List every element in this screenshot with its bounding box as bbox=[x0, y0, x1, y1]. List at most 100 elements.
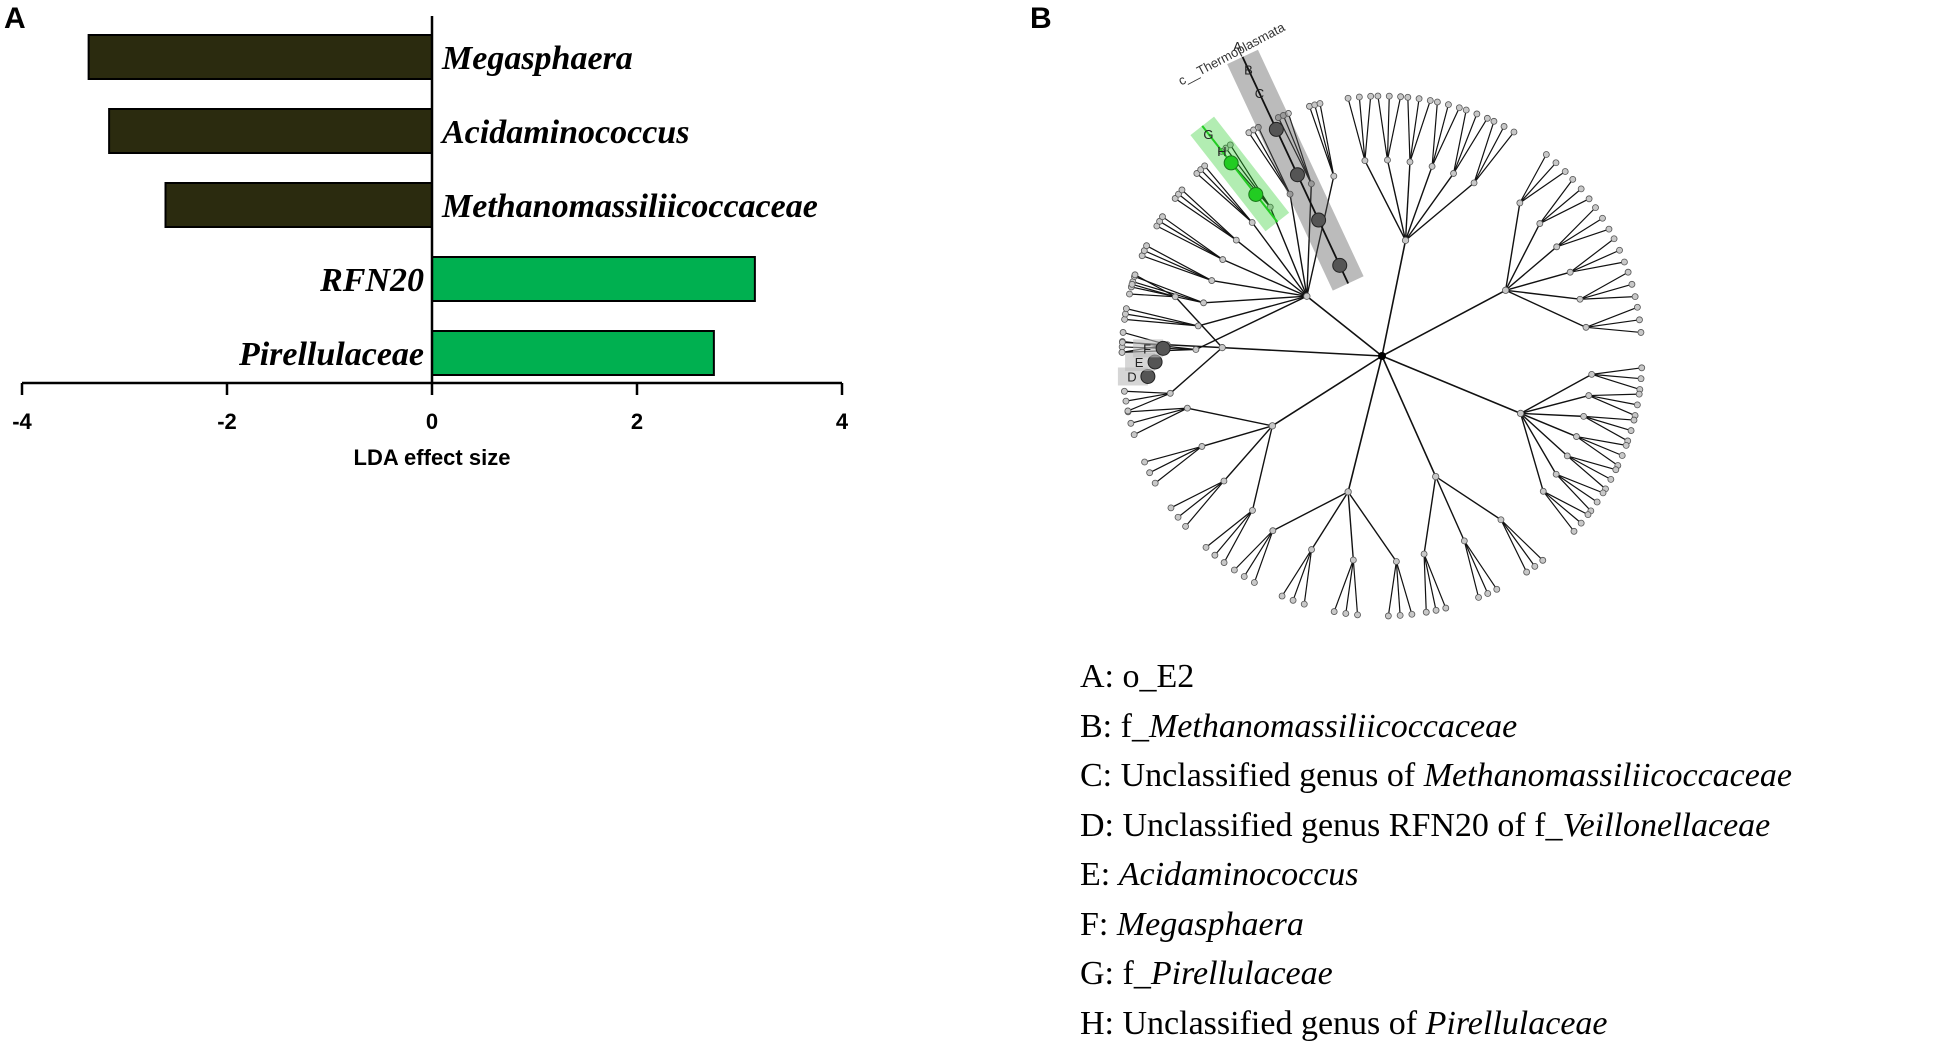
branch bbox=[1520, 412, 1584, 418]
bar-label-pirellulaceae: Pirellulaceae bbox=[238, 336, 424, 373]
leaf-node bbox=[1539, 556, 1547, 564]
branch bbox=[1409, 100, 1431, 163]
node bbox=[1580, 412, 1588, 420]
legend-text: Methanomassiliicoccaceae bbox=[1148, 707, 1518, 745]
leaf-node bbox=[1367, 92, 1375, 100]
node bbox=[1553, 243, 1561, 251]
branch bbox=[1566, 455, 1606, 490]
branch bbox=[1200, 169, 1253, 223]
branch bbox=[1310, 491, 1349, 550]
branch bbox=[1333, 559, 1354, 612]
branch bbox=[1404, 173, 1455, 241]
leaf-node bbox=[1612, 466, 1620, 474]
bar-label-methanomassiliicoccaceae: Methanomassiliicoccaceae bbox=[441, 188, 818, 225]
branch bbox=[1253, 530, 1274, 583]
branch bbox=[1364, 96, 1372, 161]
branch bbox=[1386, 159, 1407, 241]
legend-key: A: bbox=[1080, 658, 1123, 695]
legend-text: Megasphaera bbox=[1116, 905, 1304, 943]
branch bbox=[1452, 113, 1478, 174]
bar-label-megasphaera: Megasphaera bbox=[441, 40, 633, 77]
branch bbox=[1308, 106, 1335, 177]
clade-node-dark bbox=[1155, 340, 1171, 356]
branch bbox=[1520, 412, 1577, 438]
branch bbox=[1178, 193, 1237, 241]
leaf-node bbox=[1118, 348, 1126, 356]
leaf-node bbox=[1523, 568, 1531, 576]
branch bbox=[1505, 246, 1558, 291]
legend-text: o_E2 bbox=[1122, 658, 1195, 695]
node bbox=[1516, 409, 1525, 418]
leaf-node bbox=[1122, 305, 1130, 313]
leaf-node bbox=[1531, 562, 1539, 570]
leaf-node bbox=[1226, 141, 1234, 149]
clade-letter: F bbox=[1143, 341, 1151, 356]
branch bbox=[1423, 476, 1437, 555]
branch bbox=[1423, 553, 1447, 609]
legend-item: E: Acidaminococcus bbox=[1080, 850, 1792, 900]
branch bbox=[1125, 392, 1171, 402]
branch bbox=[1555, 473, 1598, 503]
branch bbox=[1555, 473, 1604, 494]
node bbox=[1192, 346, 1200, 353]
node bbox=[1208, 277, 1216, 284]
leaf-node bbox=[1618, 452, 1626, 459]
node bbox=[1303, 292, 1311, 300]
leaf-node bbox=[1354, 611, 1361, 619]
node bbox=[1432, 472, 1440, 481]
clade-node-dark bbox=[1268, 121, 1284, 137]
leaf-node bbox=[1141, 458, 1149, 466]
node bbox=[1166, 389, 1174, 397]
leaf-node bbox=[1131, 271, 1139, 279]
branch bbox=[1347, 98, 1366, 161]
legend-item: A: o_E2 bbox=[1080, 652, 1792, 702]
node bbox=[1406, 158, 1414, 166]
node bbox=[1576, 295, 1584, 303]
node bbox=[1470, 179, 1478, 187]
leaf-node bbox=[1577, 519, 1585, 527]
bar-pirellulaceae bbox=[431, 330, 715, 376]
branch bbox=[1196, 172, 1253, 223]
leaf-node bbox=[1484, 590, 1492, 597]
clade-letter: A bbox=[1233, 39, 1242, 54]
branch bbox=[1181, 189, 1237, 241]
branch bbox=[1271, 355, 1383, 427]
branch bbox=[1377, 95, 1389, 161]
branch bbox=[1229, 144, 1271, 208]
leaf-node bbox=[1475, 594, 1482, 601]
branch bbox=[1386, 96, 1390, 160]
leaf-node bbox=[1408, 610, 1416, 618]
node bbox=[1183, 404, 1191, 412]
node bbox=[1588, 370, 1596, 378]
branch bbox=[1222, 346, 1383, 357]
branch bbox=[1281, 549, 1313, 597]
leaf-node bbox=[1250, 579, 1258, 586]
node bbox=[1566, 268, 1574, 276]
node bbox=[1497, 516, 1505, 524]
clade-shade-dark bbox=[1133, 339, 1164, 358]
legend-key: B: bbox=[1080, 707, 1121, 745]
branch bbox=[1128, 407, 1188, 413]
branch bbox=[1473, 126, 1505, 184]
panel-label-a: A bbox=[4, 2, 26, 35]
leaf-node bbox=[1637, 375, 1645, 383]
branch bbox=[1127, 392, 1171, 412]
branch bbox=[1347, 491, 1355, 561]
leaf-node bbox=[1422, 608, 1430, 616]
branch bbox=[1500, 519, 1536, 567]
branch bbox=[1130, 407, 1188, 424]
node bbox=[1330, 172, 1338, 180]
branch bbox=[1539, 188, 1582, 225]
branch bbox=[1303, 549, 1313, 605]
branch bbox=[1569, 238, 1615, 273]
branch bbox=[1556, 228, 1610, 248]
x-tick-label: -2 bbox=[217, 409, 237, 434]
branch bbox=[1358, 96, 1366, 161]
legend-item: C: Unclassified genus of Methanomassilii… bbox=[1080, 751, 1792, 801]
leaf-node bbox=[1483, 114, 1491, 122]
bar-label-rfn20: RFN20 bbox=[319, 262, 424, 299]
node bbox=[1171, 293, 1179, 301]
branch bbox=[1585, 319, 1640, 328]
